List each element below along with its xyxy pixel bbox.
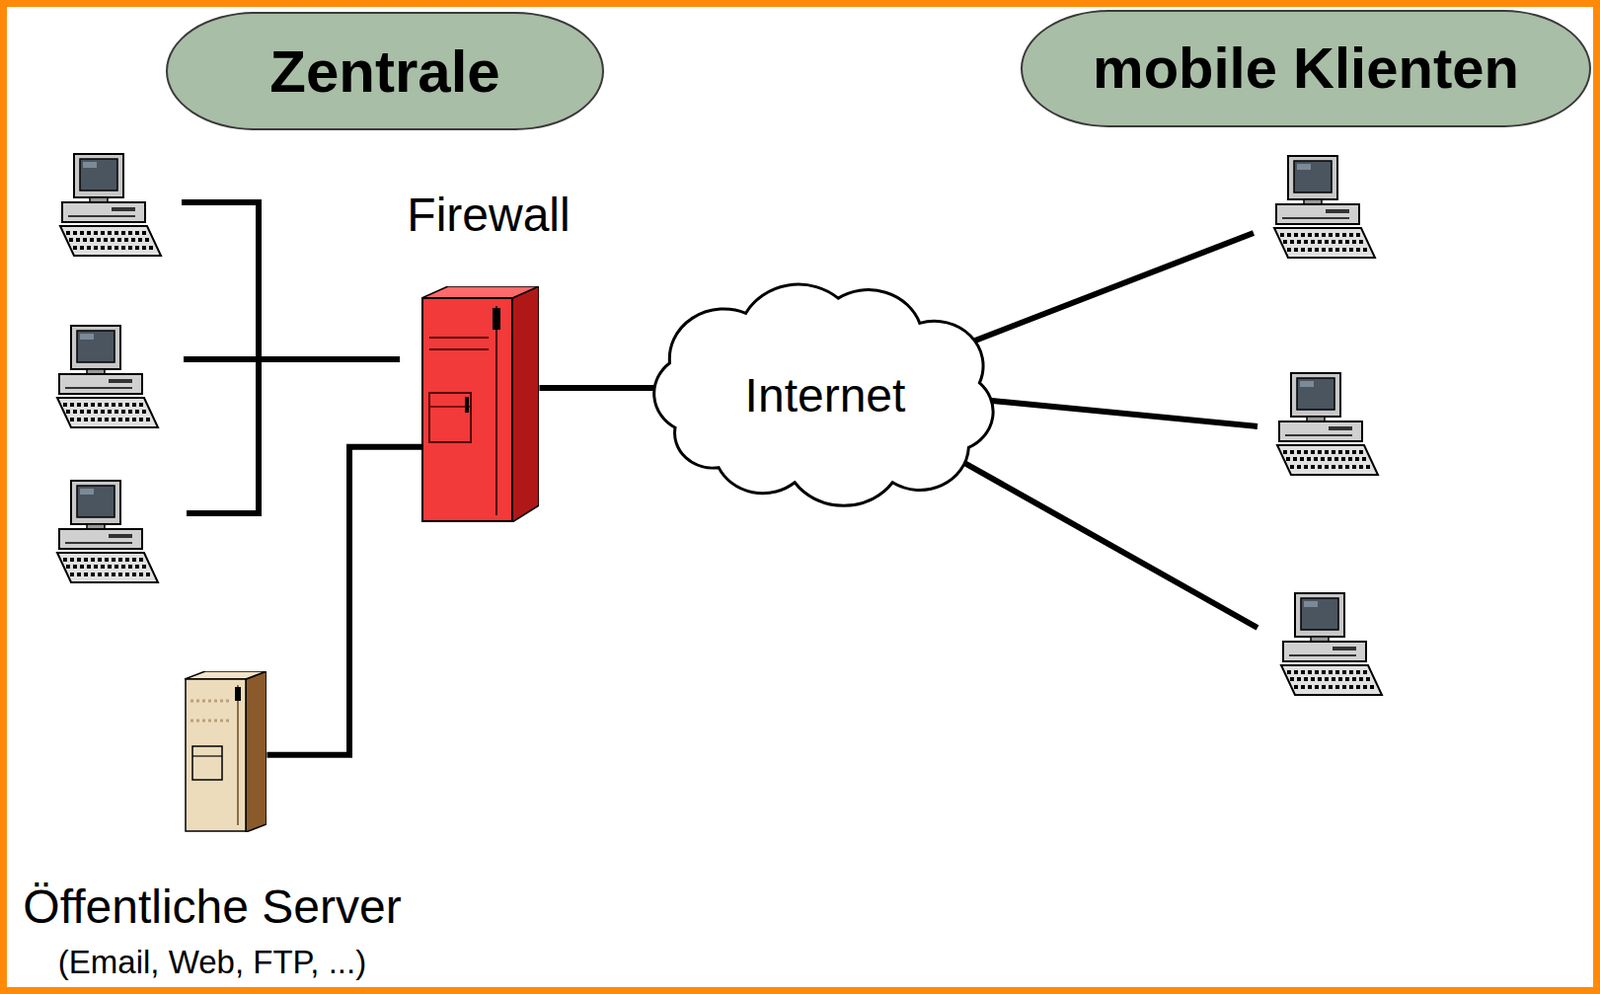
firewall-node: Firewall: [406, 187, 570, 523]
site-label-pill: mobile Klienten: [1020, 9, 1592, 128]
computer-icon: [60, 153, 161, 256]
computer-icon: [1277, 373, 1378, 475]
group-heading: Zentrale: [269, 37, 500, 106]
internet-link: [962, 232, 1254, 346]
network-link: [266, 447, 422, 756]
computer-icon: [1274, 155, 1375, 258]
node-sublabel: (Email, Web, FTP, ...): [58, 943, 367, 982]
network-link: [538, 384, 654, 391]
internet-link: [982, 399, 1258, 427]
lan-wire: [183, 356, 400, 363]
firewall-server-icon: [421, 286, 539, 523]
firewall-server-icon: [421, 286, 539, 523]
site-label-pill: Zentrale: [165, 11, 605, 131]
node-label: Internet: [745, 368, 907, 423]
cloud-outline: [654, 284, 993, 506]
orange-frame: [3, 3, 1598, 991]
public-server-node: Öffentliche Server (Email, Web, FTP, ...): [22, 671, 401, 982]
computer-icon: [1281, 593, 1382, 695]
node-label: Firewall: [406, 187, 570, 242]
internet-link: [957, 458, 1258, 628]
public-server-icon: [184, 671, 267, 833]
computer-icon: [57, 480, 158, 583]
node-label: Öffentliche Server: [22, 879, 401, 934]
internet-cloud: Internet: [653, 283, 997, 508]
computer-icon: [57, 325, 158, 428]
group-heading: mobile Klienten: [1092, 35, 1520, 102]
public-server-icon: [184, 671, 267, 833]
